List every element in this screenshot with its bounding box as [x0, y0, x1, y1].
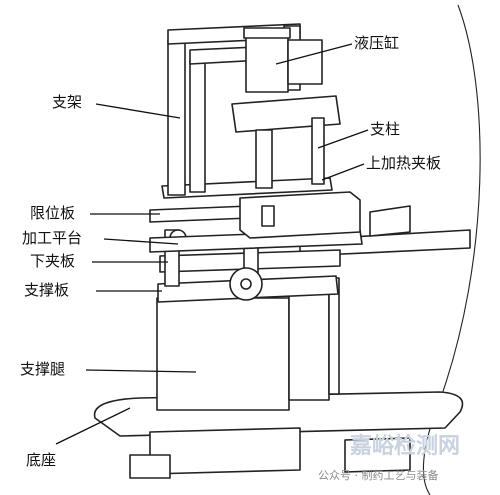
leader-base: [55, 407, 131, 445]
leader-processing-platform: [103, 238, 179, 245]
support-column: [311, 117, 325, 185]
support-leg-body: [156, 297, 290, 411]
leader-hydraulic-cylinder: [275, 43, 353, 65]
label-upper-heating-plate: 上加热夹板: [366, 154, 442, 172]
watermark-brand: 嘉峪检测网: [350, 434, 461, 459]
leader-upper-heating-plate: [321, 163, 365, 181]
watermark-account: 公众号 · 制药工艺与装备: [318, 469, 439, 482]
support-frame-inner: [189, 59, 206, 193]
label-support-plate: 支撑板: [24, 281, 70, 299]
base-foot-right: [344, 437, 411, 473]
base-pedestal: [149, 427, 301, 475]
hydraulic-cylinder-cap: [243, 27, 291, 39]
leader-support-column: [317, 129, 369, 149]
limit-plate: [149, 205, 251, 223]
heating-block: [239, 191, 361, 239]
clamp-wheel-hub: [240, 278, 252, 290]
support-leg-right-post: [288, 281, 330, 401]
label-limit-plate: 限位板: [30, 204, 76, 222]
base-foot-left: [129, 454, 171, 479]
label-support-leg: 支撑腿: [20, 360, 66, 378]
leader-support-leg: [85, 369, 197, 373]
support-leg-right-post-2: [328, 277, 340, 395]
label-processing-platform: 加工平台: [22, 229, 83, 247]
label-support-frame: 支架: [52, 93, 83, 111]
side-table-rear: [369, 205, 411, 237]
piston-rod: [255, 129, 273, 189]
background-wall-curve: [422, 4, 481, 495]
upper-heating-plate: [161, 177, 333, 199]
hydraulic-cylinder-block: [287, 39, 323, 85]
heating-block-pin: [261, 205, 275, 227]
label-support-column: 支柱: [370, 120, 401, 138]
label-lower-clamp-plate: 下夹板: [30, 252, 76, 270]
label-base: 底座: [26, 451, 57, 469]
leader-support-frame: [95, 103, 181, 119]
label-hydraulic-cylinder: 液压缸: [354, 34, 400, 52]
